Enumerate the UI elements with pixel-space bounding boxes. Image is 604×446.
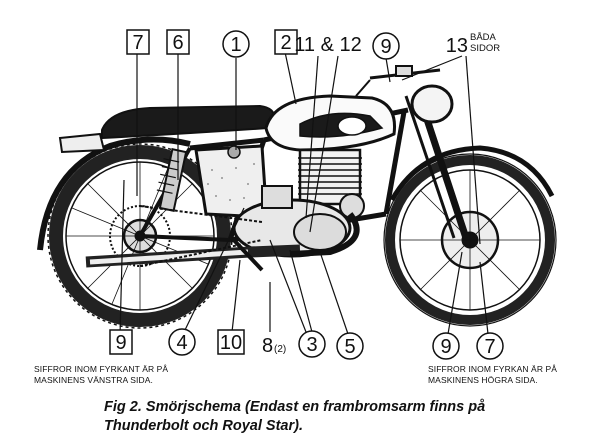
leader-lines <box>119 51 489 337</box>
callout-10: 10 <box>217 329 245 355</box>
callout-7-bottom: 7 <box>476 332 504 360</box>
engine <box>232 148 365 258</box>
callout-9-bottom: 9 <box>432 332 460 360</box>
brake-pedal <box>228 234 264 272</box>
seat <box>101 104 276 140</box>
front-mudguard <box>389 145 555 202</box>
callout-13: 13 BÅDA SIDOR <box>446 32 500 57</box>
motorcycle-illustration <box>37 65 557 329</box>
callout-8-sub-label: (2) <box>274 344 286 355</box>
callout-9-left: 9 <box>109 329 133 355</box>
callout-5: 5 <box>336 332 364 360</box>
callout-11-12-label: 11 & 12 <box>294 34 361 56</box>
callout-4-label: 4 <box>176 332 187 354</box>
callout-13-label: 13 <box>446 35 468 57</box>
front-fork <box>355 65 470 240</box>
left-side-note: SIFFROR INOM FYRKANT ÄR PÅ MASKINENS VÄN… <box>34 364 169 385</box>
figure-caption-line2: Thunderbolt och Royal Star). <box>104 418 303 434</box>
callout-7-top: 7 <box>126 29 150 55</box>
callout-6: 6 <box>166 29 190 55</box>
callout-6-label: 6 <box>172 32 183 54</box>
figure-caption: Fig 2. Smörjschema (Endast en frambromsa… <box>104 398 574 436</box>
callout-9-bottom-label: 9 <box>440 336 451 358</box>
callout-9-top: 9 <box>372 32 400 60</box>
callout-8: 8 (2) <box>262 335 286 357</box>
callout-8-label: 8 <box>262 335 273 357</box>
headlamp <box>410 84 454 124</box>
callout-13-note-line1: BÅDA <box>470 32 497 43</box>
callout-5-label: 5 <box>344 336 355 358</box>
callout-1-label: 1 <box>230 34 241 56</box>
carburettor <box>261 185 293 209</box>
callout-7-bottom-label: 7 <box>484 336 495 358</box>
callout-3-label: 3 <box>306 334 317 356</box>
callout-13-note-line2: SIDOR <box>470 43 500 54</box>
rear-mudguard <box>37 136 191 251</box>
callout-1: 1 <box>222 30 250 58</box>
callout-7-top-label: 7 <box>132 32 143 54</box>
fuel-tank <box>264 94 397 152</box>
callout-11-12: 11 & 12 <box>294 34 361 56</box>
callout-2-label: 2 <box>280 32 291 54</box>
figure-caption-line1: Fig 2. Smörjschema (Endast en frambromsa… <box>104 399 486 415</box>
chain <box>139 205 263 267</box>
callout-9-left-label: 9 <box>115 332 126 354</box>
front-wheel <box>383 153 557 327</box>
right-side-note: SIFFROR INOM FYRKAN ÄR PÅ MASKINENS HÖGR… <box>428 364 558 385</box>
callout-3: 3 <box>298 330 326 358</box>
callout-2: 2 <box>274 29 298 55</box>
callout-10-label: 10 <box>220 332 242 354</box>
callout-9-top-label: 9 <box>380 36 391 58</box>
callout-4: 4 <box>168 328 196 356</box>
